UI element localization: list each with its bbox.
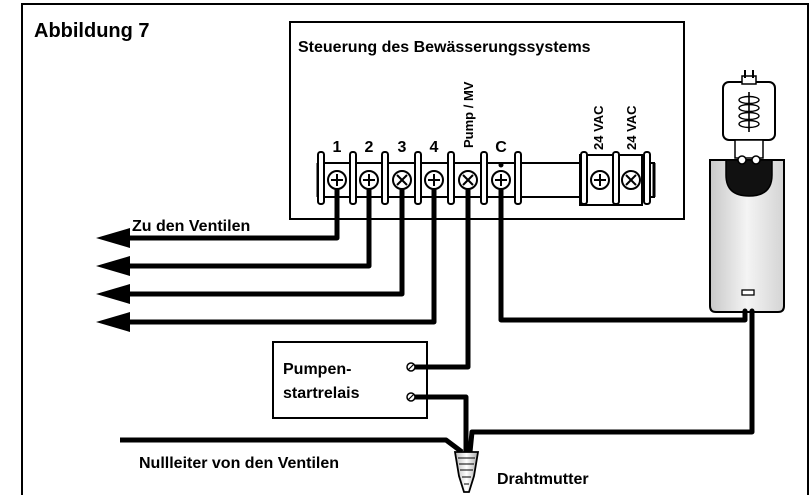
transformer-plug-recess [725,159,773,197]
wire-nut-label: Drahtmutter [497,471,589,488]
terminal-separator [447,151,455,205]
to-valves-label: Zu den Ventilen [132,218,250,235]
arrow-station-2 [96,256,130,276]
wire-station-3 [128,189,405,297]
transformer-body [709,159,785,313]
terminal-separator [612,151,620,205]
terminal-screw-6 [491,170,511,190]
terminal-separator [381,151,389,205]
pump-relay-box [272,341,428,419]
wire-station-2 [128,189,372,269]
wire-neutral [120,437,464,454]
terminal-strip [316,151,656,206]
common-dot [498,162,504,168]
arrow-station-4 [96,312,130,332]
terminal-screw-3 [392,170,412,190]
wire-pump-mv [415,189,471,370]
controller-title: Steuerung des Bewässerungssystems [298,39,591,56]
neutral-label: Nullleiter von den Ventilen [139,455,339,472]
terminal-separator [317,151,325,205]
arrow-station-3 [96,284,130,304]
wire-relay-to-nut [415,394,469,452]
terminal-screw-1 [327,170,347,190]
terminal-label-24vac-1: 24 VAC [591,105,606,150]
terminal-screw-8 [621,170,641,190]
terminal-separator [414,151,422,205]
wire-station-1 [128,189,340,241]
pump-relay-label-line1: Pumpen- [283,361,351,378]
figure-title: Abbildung 7 [34,20,150,42]
terminal-screw-4 [424,170,444,190]
plug-coil [738,92,760,132]
pump-relay-label-line2: startrelais [283,385,360,402]
terminal-label-pump: Pump / MV [461,81,476,148]
station-wires [96,189,437,332]
terminal-label-1: 1 [333,139,342,156]
terminal-label-24vac-2: 24 VAC [624,105,639,150]
transformer [709,70,785,314]
transformer-indicator [741,289,755,296]
terminal-separator [514,151,522,205]
arrow-station-1 [96,228,130,248]
terminal-label-common: C [495,139,507,156]
figure-frame [21,3,809,495]
terminal-screw-7 [590,170,610,190]
terminal-label-4: 4 [430,139,439,156]
wire-station-4 [128,189,437,325]
relay-terminal-top [406,362,416,372]
terminal-separator [580,151,588,205]
terminal-label-3: 3 [398,139,407,156]
terminal-separator [349,151,357,205]
wire-nut [453,451,480,493]
wire-transformer-to-nut [467,311,755,453]
terminal-screw-5 [458,170,478,190]
terminal-separator [643,151,651,205]
terminal-screw-2 [359,170,379,190]
relay-terminal-bottom [406,392,416,402]
terminal-separator [480,151,488,205]
wire-common [498,189,748,323]
terminal-label-2: 2 [365,139,374,156]
